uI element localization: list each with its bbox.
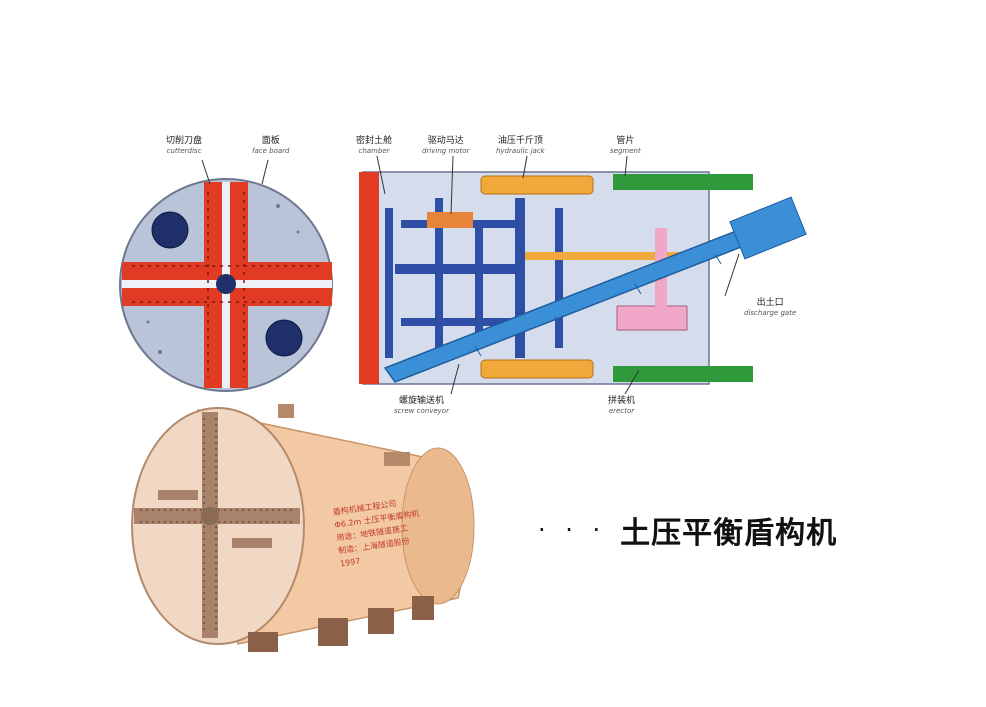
erector [616, 305, 688, 331]
discharge-gate-housing [729, 196, 807, 260]
conveyor-support [525, 252, 685, 260]
caption-title: 土压平衡盾构机 [620, 516, 838, 551]
bullet-dots: · · · [538, 516, 607, 544]
cutter-face [359, 172, 379, 384]
caption: · · · 土压平衡盾构机 [538, 508, 837, 552]
shield-cross-section [359, 171, 807, 385]
shield-machine-photo [131, 404, 475, 652]
opening-top-left [151, 211, 189, 249]
center-hub [216, 274, 236, 294]
hydraulic-jack-top [480, 175, 594, 195]
segment-top [613, 174, 753, 190]
segment-bottom [613, 366, 753, 382]
cutter-disc-front-view [119, 178, 333, 392]
opening-bottom-right [265, 319, 303, 357]
hydraulic-jack-bottom [480, 359, 594, 379]
driving-motor [427, 212, 473, 228]
